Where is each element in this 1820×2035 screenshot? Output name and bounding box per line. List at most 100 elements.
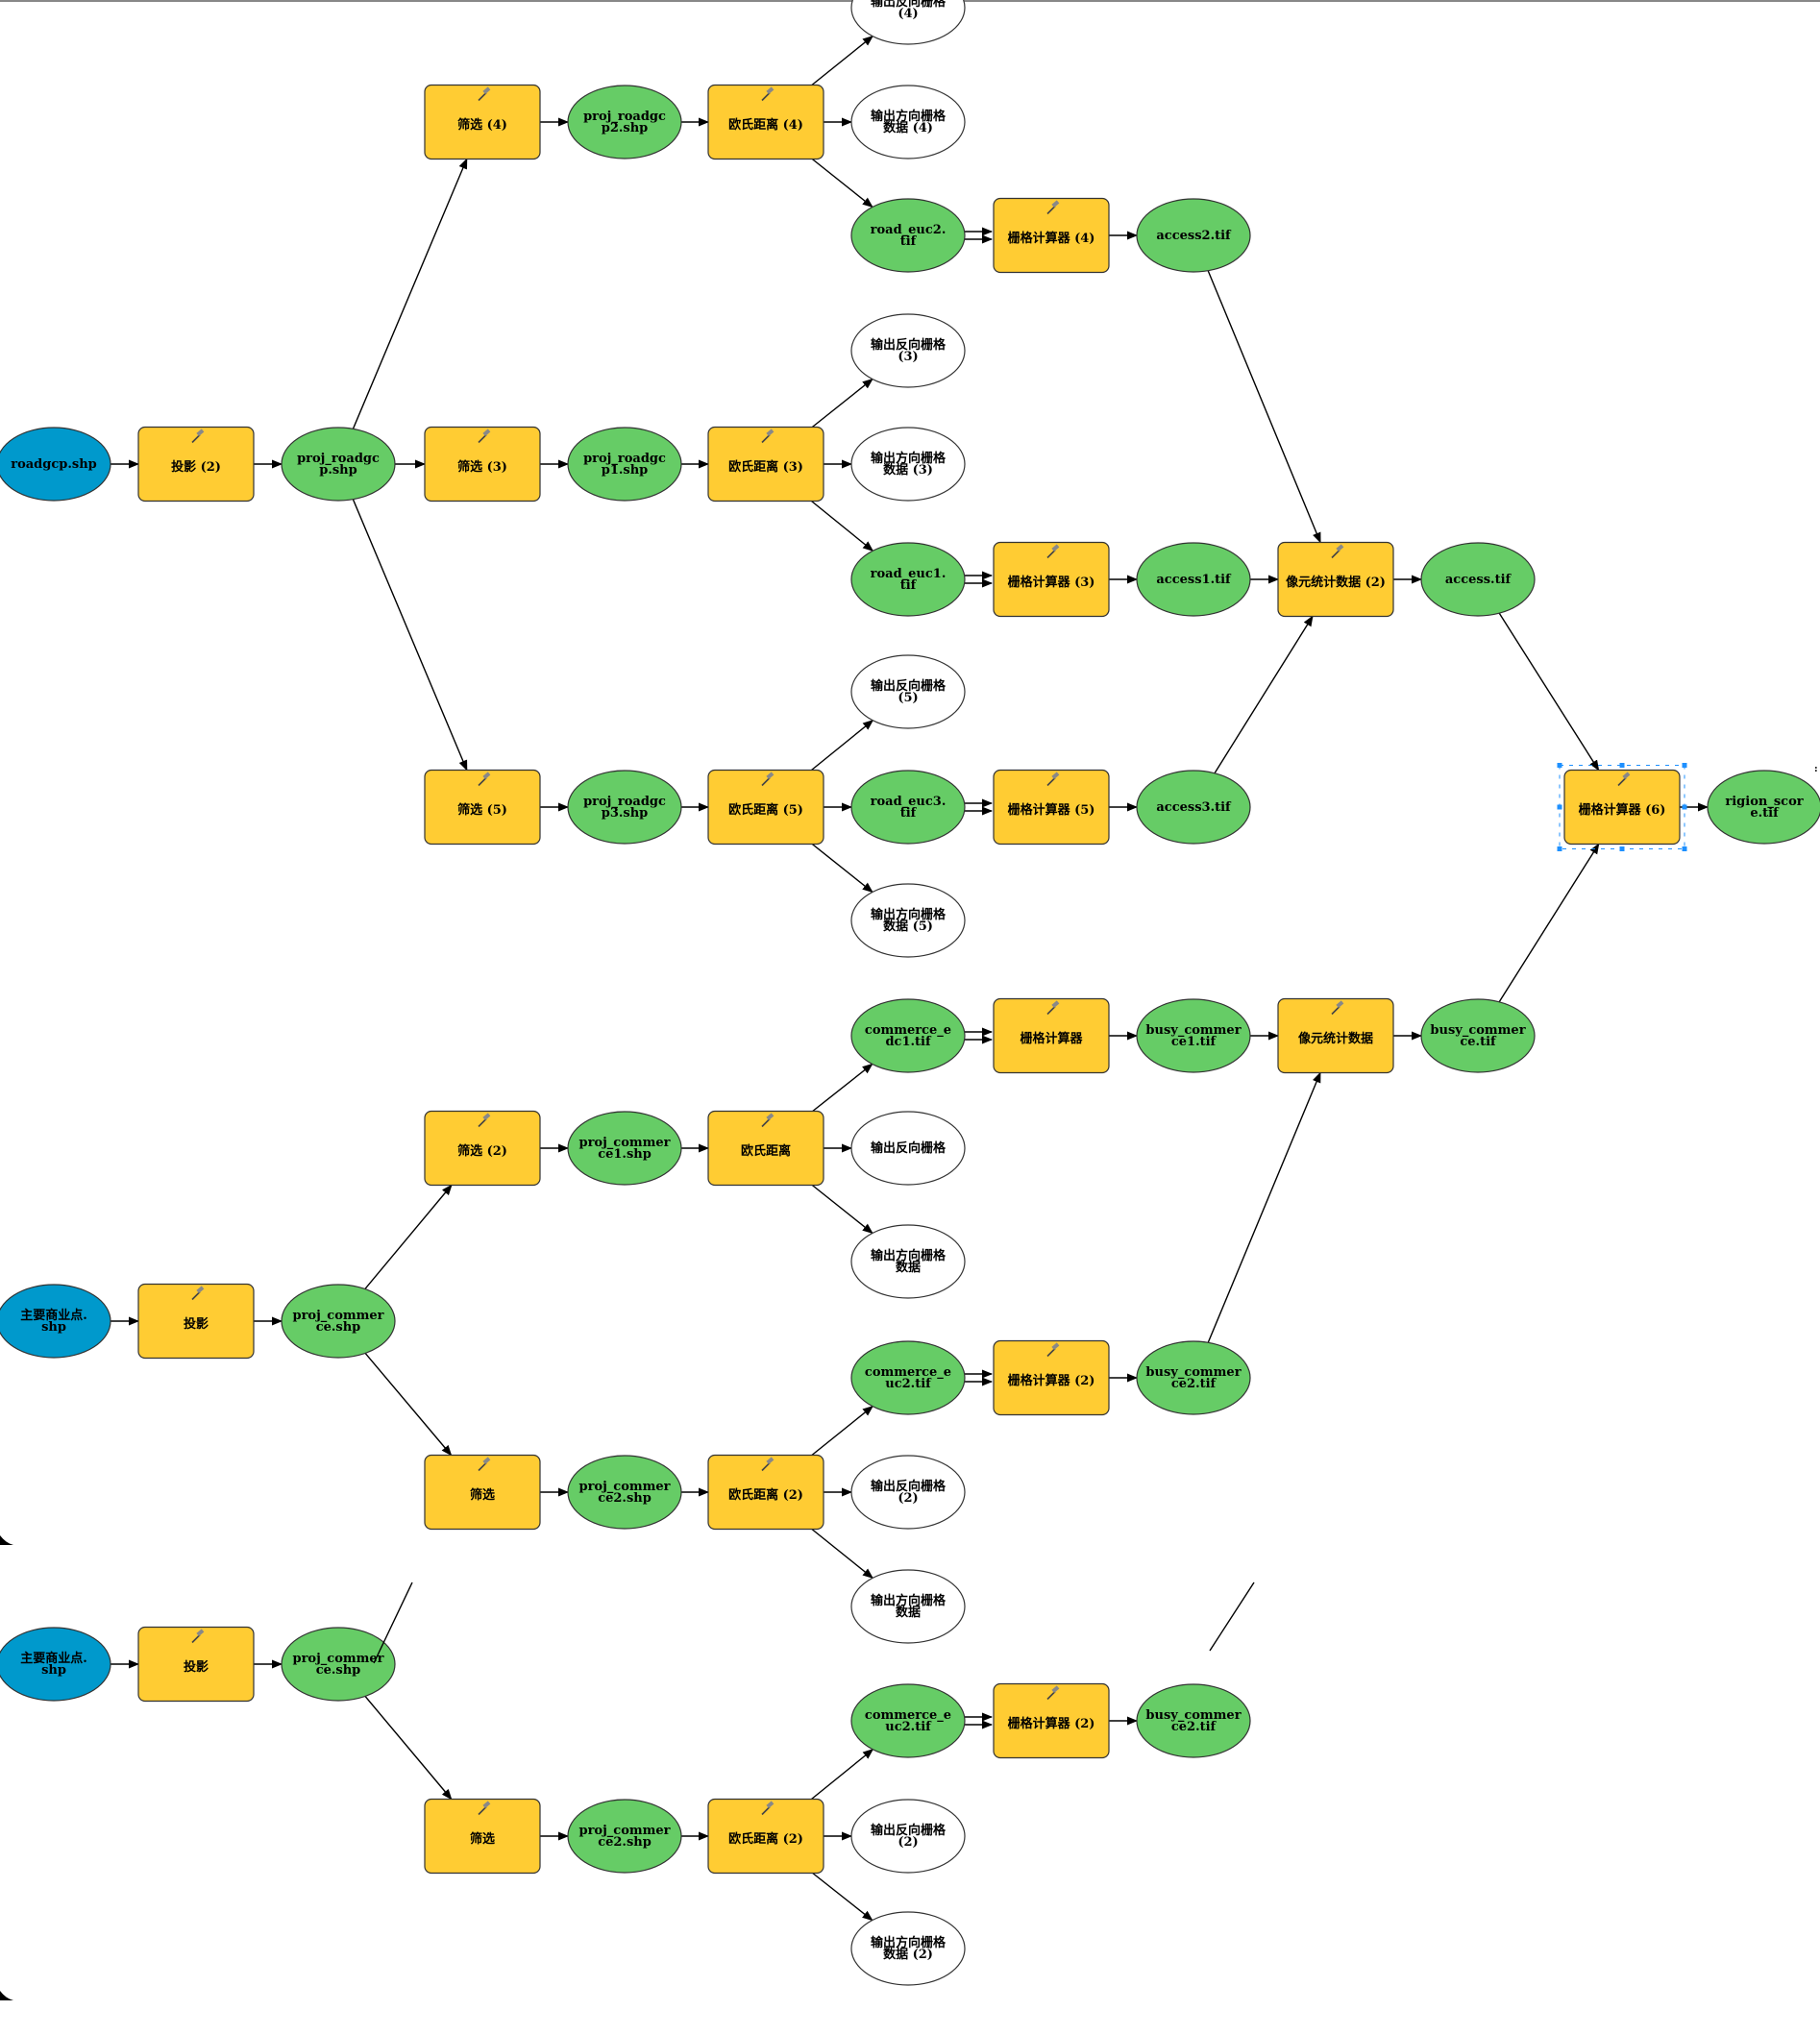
output-data-node[interactable]: 输出反向栅格 — [850, 1111, 966, 1186]
tool-node[interactable]: 像元统计数据 — [1277, 997, 1394, 1074]
connector[interactable] — [811, 1405, 873, 1457]
connector[interactable] — [1207, 270, 1321, 544]
selection-handle[interactable] — [1619, 763, 1625, 768]
connector[interactable] — [1498, 843, 1600, 1003]
derived-data-node[interactable]: access1.tif — [1136, 542, 1251, 617]
hammer-icon — [1046, 1342, 1060, 1358]
derived-data-node[interactable]: road_euc1.tif — [850, 542, 966, 617]
tool-node[interactable]: 筛选 (2) — [424, 1110, 541, 1187]
selection-handle[interactable] — [1682, 804, 1687, 810]
derived-data-node[interactable]: access3.tif — [1136, 770, 1251, 845]
derived-data-node[interactable]: proj_commerce.shp — [281, 1284, 396, 1359]
tool-node[interactable]: 筛选 (4) — [424, 84, 541, 160]
connector[interactable] — [364, 1352, 453, 1457]
output-data-node[interactable]: 输出反向栅格(5) — [850, 654, 966, 729]
tool-node[interactable]: 欧氏距离 (3) — [707, 426, 824, 503]
tool-node[interactable]: 欧氏距离 (5) — [707, 769, 824, 846]
node-label: 主要商业点. — [20, 1308, 87, 1323]
input-data-node[interactable]: roadgcp.shp — [0, 427, 111, 502]
connector[interactable] — [812, 1872, 873, 1922]
connector[interactable] — [1207, 1071, 1321, 1343]
tool-node[interactable]: 栅格计算器 (3) — [993, 541, 1110, 618]
output-data-node[interactable]: 输出反向栅格(4) — [850, 0, 966, 45]
selection-handle[interactable] — [1682, 846, 1687, 851]
hammer-icon — [1046, 544, 1060, 559]
connector[interactable] — [811, 35, 873, 86]
node-label: busy_commer — [1145, 1365, 1241, 1380]
input-data-node[interactable]: 主要商业点.shp — [0, 1627, 111, 1702]
connector[interactable] — [352, 158, 468, 429]
tool-node[interactable]: 投影 — [137, 1283, 255, 1360]
tool-node[interactable]: 欧氏距离 (2) — [707, 1798, 824, 1875]
connector[interactable] — [811, 843, 873, 894]
input-data-node[interactable]: 主要商业点.shp — [0, 1284, 111, 1359]
connector[interactable] — [811, 1184, 873, 1235]
tool-node[interactable]: 筛选 (3) — [424, 426, 541, 503]
connector[interactable] — [811, 1749, 874, 1801]
selection-handle[interactable] — [1619, 846, 1625, 851]
connector[interactable] — [352, 499, 468, 772]
tool-node[interactable]: 栅格计算器 (6) — [1557, 763, 1687, 851]
connector[interactable] — [364, 1184, 453, 1289]
connector[interactable] — [1498, 612, 1600, 772]
output-data-node[interactable]: 输出反向栅格(2) — [850, 1799, 966, 1874]
derived-data-node[interactable]: commerce_euc2.tif — [850, 1683, 966, 1758]
connector[interactable] — [1214, 615, 1314, 774]
selection-handle[interactable] — [1557, 763, 1562, 768]
tool-node[interactable]: 欧氏距离 (2) — [707, 1454, 824, 1531]
derived-data-node[interactable]: commerce_euc2.tif — [850, 1340, 966, 1415]
tool-node[interactable]: 栅格计算器 (5) — [993, 769, 1110, 846]
tool-node[interactable]: 像元统计数据 (2) — [1277, 541, 1394, 618]
node-label: 输出方向栅格 — [871, 1593, 947, 1608]
derived-data-node[interactable]: road_euc2.tif — [850, 198, 966, 273]
connector[interactable] — [811, 1528, 873, 1580]
tool-node[interactable]: 投影 (2) — [137, 426, 255, 503]
derived-data-node[interactable]: road_euc3.tif — [850, 770, 966, 845]
tool-node[interactable]: 筛选 (5) — [424, 769, 541, 846]
connector[interactable] — [812, 1063, 873, 1113]
output-data-node[interactable]: 输出反向栅格(2) — [850, 1455, 966, 1530]
connector[interactable] — [811, 158, 873, 208]
derived-data-node[interactable]: busy_commerce.tif — [1420, 998, 1536, 1073]
selection-handle[interactable] — [1557, 846, 1562, 851]
selection-handle[interactable] — [1557, 804, 1562, 810]
node-label: 输出反向栅格 — [871, 1479, 947, 1494]
derived-data-node[interactable]: proj_commerce.shp — [281, 1627, 396, 1702]
connector[interactable] — [811, 378, 873, 429]
tool-node[interactable]: 栅格计算器 (4) — [993, 197, 1110, 274]
tool-node[interactable]: 欧氏距离 (4) — [707, 84, 824, 160]
derived-data-node[interactable]: access.tif — [1420, 542, 1536, 617]
tool-node[interactable]: 筛选 — [424, 1798, 541, 1875]
tool-node[interactable]: 栅格计算器 (2) — [993, 1339, 1110, 1416]
tool-node[interactable]: 栅格计算器 (2) — [993, 1682, 1110, 1759]
connector[interactable] — [364, 1695, 453, 1801]
connector[interactable] — [811, 720, 874, 772]
output-data-node[interactable]: 输出反向栅格(3) — [850, 313, 966, 388]
selection-handle[interactable] — [1682, 763, 1687, 768]
tool-node[interactable]: 筛选 — [424, 1454, 541, 1531]
tool-node[interactable]: 栅格计算器 — [993, 997, 1110, 1074]
derived-data-node[interactable]: access2.tif — [1136, 198, 1251, 273]
tool-node[interactable]: 投影 — [137, 1626, 255, 1703]
derived-data-node[interactable]: proj_roadgcp.shp — [281, 427, 396, 502]
tool-node[interactable]: 欧氏距离 — [707, 1110, 824, 1187]
connector[interactable] — [811, 500, 874, 552]
